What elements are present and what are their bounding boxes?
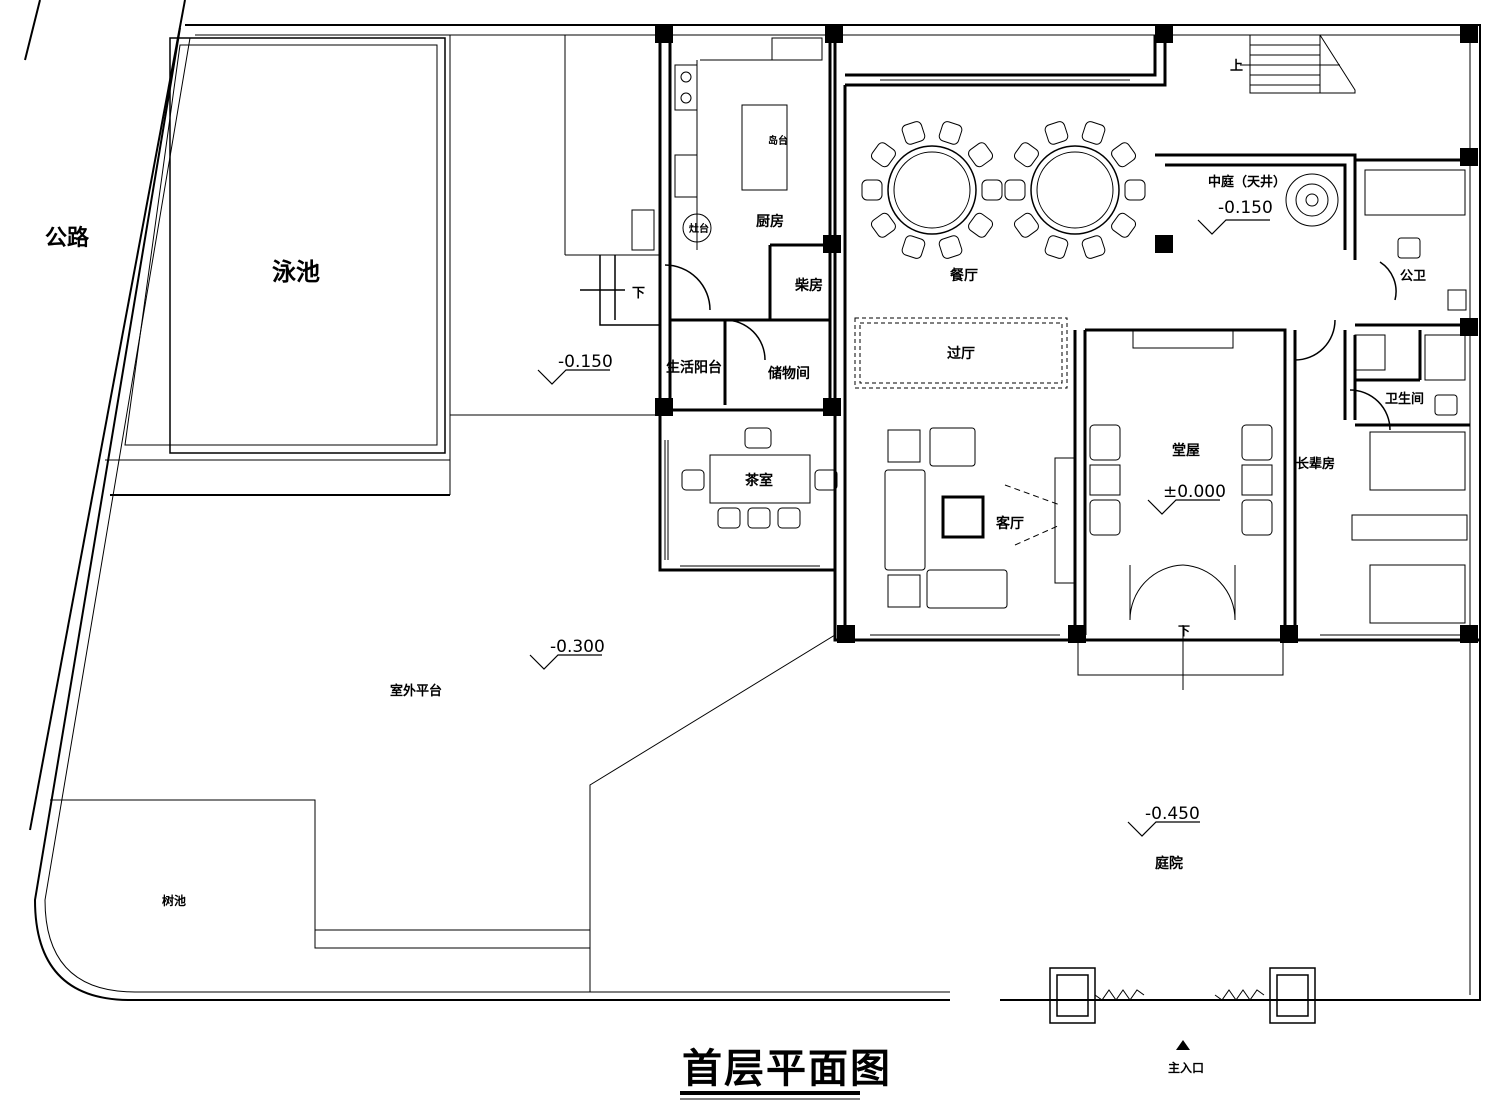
bathroom-fixtures [1354, 169, 1467, 416]
firewood-room-label: 柴房 [794, 277, 823, 294]
stove-label: 灶台 [689, 222, 709, 235]
dining-chair [1013, 212, 1039, 238]
fish-pond [50, 799, 590, 949]
dining-chair [1004, 179, 1026, 201]
hall-down-label: 下 [1178, 624, 1190, 638]
hall-label: 堂屋 [1172, 442, 1200, 459]
balcony-down-label: 下 [632, 286, 645, 301]
dining-chair [981, 179, 1003, 201]
dining-label: 餐厅 [949, 267, 978, 284]
beds [1351, 431, 1468, 624]
island-label: 岛台 [768, 134, 788, 147]
level-terrace: -0.300 [550, 637, 605, 657]
dining-chair [870, 212, 896, 238]
dining-chair [938, 121, 963, 145]
dining-chair [1081, 235, 1106, 259]
dining-chair [1111, 142, 1137, 168]
stair-up-label: 上 [1230, 59, 1243, 74]
road-edge [24, 0, 186, 831]
tea-room-furniture [681, 427, 838, 529]
level-courtyard: -0.150 [1218, 198, 1273, 218]
tea-room-label: 茶室 [744, 472, 773, 489]
dining-chair [1013, 142, 1039, 168]
dining-chair [1081, 121, 1106, 145]
dining-tables [887, 145, 1120, 235]
bathroom-label: 卫生间 [1385, 391, 1424, 407]
windows [664, 34, 1460, 641]
dining-chair [861, 179, 883, 201]
dining-chair [901, 235, 926, 259]
fish-pond-label: 树池 [162, 893, 186, 908]
dining-chair [1044, 121, 1069, 145]
dining-chair [968, 212, 994, 238]
doors [580, 255, 1397, 431]
kitchen-fixtures [631, 37, 823, 251]
utility-balcony-label: 生活阳台 [666, 359, 722, 376]
living-room-furniture [884, 427, 1076, 609]
swimming-pool [105, 35, 451, 496]
staircase [1240, 34, 1356, 94]
pool-label: 泳池 [272, 258, 320, 286]
site-boundary [33, 24, 1481, 1001]
dining-chair [1124, 179, 1146, 201]
gate [1049, 967, 1316, 1024]
elder-room-label: 长辈房 [1296, 456, 1335, 472]
level-west: -0.150 [558, 352, 613, 372]
storage-label: 储物间 [767, 365, 810, 382]
plan-title: 首层平面图 [682, 1046, 892, 1092]
dining-chair [938, 235, 963, 259]
kitchen-label: 厨房 [756, 213, 784, 230]
public-wc-label: 公卫 [1400, 269, 1426, 284]
road-label: 公路 [45, 225, 90, 251]
terrace-label: 室外平台 [390, 683, 442, 699]
dining-chair [901, 121, 926, 145]
dining-chair [1044, 235, 1069, 259]
dining-chair [968, 142, 994, 168]
dining-chair [1111, 212, 1137, 238]
level-markers [529, 219, 1270, 837]
level-hall: ±0.000 [1163, 482, 1226, 502]
building-walls [658, 25, 1480, 642]
entrance-label: 主入口 [1168, 1060, 1204, 1075]
courtyard-tree-icon [1285, 173, 1339, 227]
corridor-outline [854, 317, 1068, 389]
living-room-label: 客厅 [995, 515, 1024, 532]
structural-columns [655, 25, 1478, 643]
terrace-edges [450, 35, 836, 992]
level-yard: -0.450 [1145, 804, 1200, 824]
entrance-arrow-icon [1176, 1040, 1190, 1050]
courtyard-label: 中庭（天井） [1208, 174, 1286, 190]
corridor-label: 过厅 [947, 345, 975, 362]
hall-furniture [1077, 329, 1284, 690]
dining-chair [870, 142, 896, 168]
yard-label: 庭院 [1155, 855, 1183, 872]
